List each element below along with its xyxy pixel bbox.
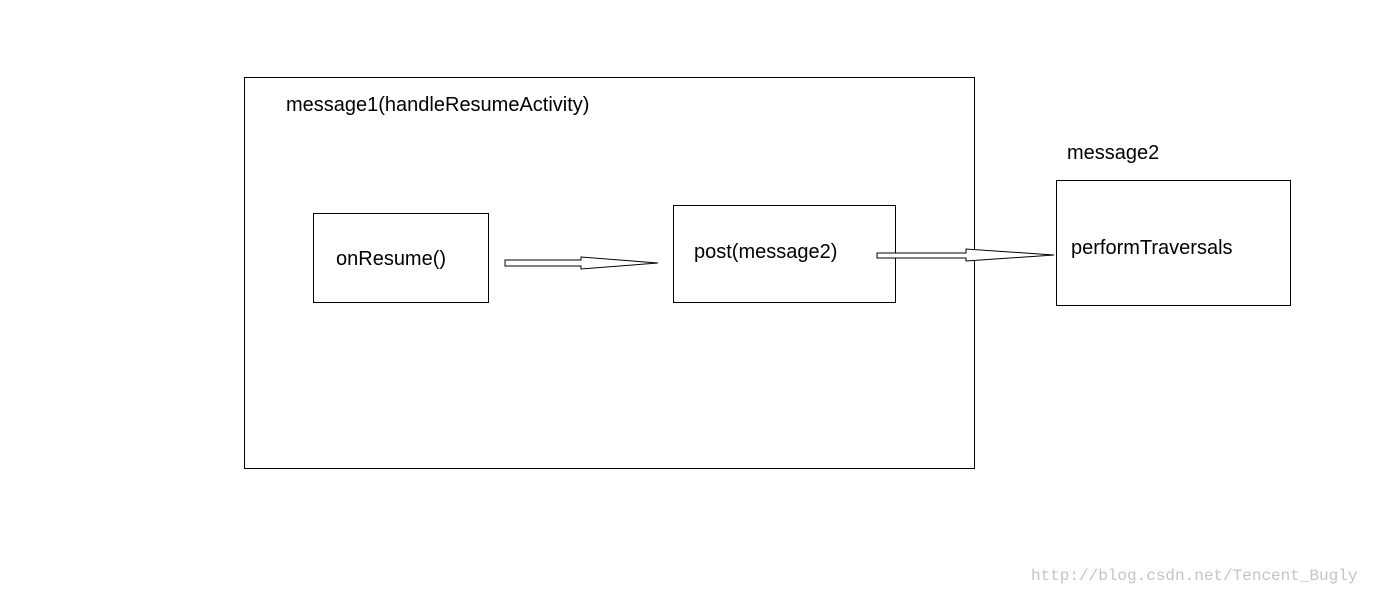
- onresume-box: [313, 213, 489, 303]
- message1-title: message1(handleResumeActivity): [286, 94, 590, 116]
- perform-traversals-box: [1056, 180, 1291, 306]
- watermark-url: http://blog.csdn.net/Tencent_Bugly: [1031, 567, 1358, 585]
- arrow-post-to-perform: [876, 248, 1055, 262]
- onresume-label: onResume(): [336, 248, 447, 270]
- arrow-onresume-to-post: [504, 256, 659, 270]
- message2-title: message2: [1067, 142, 1160, 164]
- perform-traversals-label: performTraversals: [1071, 237, 1233, 259]
- message1-container-box: [244, 77, 975, 469]
- post-message2-label: post(message2): [694, 241, 838, 263]
